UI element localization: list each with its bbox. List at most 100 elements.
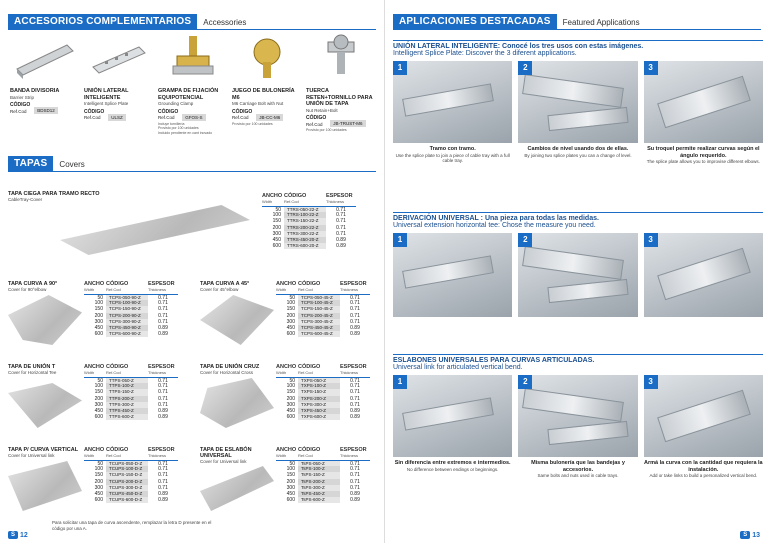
cell-thickness: 0.89 — [158, 414, 168, 421]
cell-code: TTRS-200-22-Z — [284, 224, 326, 231]
cover-title-block: TAPA P/ CURVA VERTICAL Cover for Univers… — [8, 447, 88, 458]
col-espesor-en: Thickness — [148, 453, 167, 458]
cell-width: 300 — [286, 484, 295, 491]
table-row: 450 TCPS-450-45-Z 0.89 — [276, 324, 370, 332]
table-row: 50 TCUPS-050-D-Z 0.71 — [84, 460, 178, 467]
cell-code: TCPS-600-45-Z — [298, 331, 340, 338]
cell-width: 150 — [272, 218, 281, 225]
panel-caption: Cambios de nivel usando dos de ellas. — [527, 146, 629, 152]
cell-thickness: 0.71 — [350, 484, 360, 491]
col-codigo-en: Ref.Cod — [284, 199, 299, 204]
table-row: 300 TCUPS-300-D-Z 0.71 — [84, 484, 178, 491]
panel-caption: Tramo con tramo. — [429, 146, 476, 152]
cover-title: TAPA DE ESLABÓN UNIVERSAL — [200, 447, 252, 459]
cover-en: Cover for Horizontal Tee — [8, 370, 57, 375]
cell-thickness: 0.89 — [350, 407, 360, 414]
table-row: 150 TTRS-150-22-Z 0.71 — [262, 218, 356, 225]
cell-width: 300 — [94, 484, 103, 491]
cell-width: 150 — [286, 472, 295, 479]
accessory-note: Incluye tornillería Provisto por 100 uni… — [158, 121, 213, 135]
panel-caption-en: The splice plate allows you to improvise… — [646, 159, 760, 164]
section-title-main: DERIVACIÓN UNIVERSAL : — [393, 215, 483, 222]
step-number: 2 — [518, 375, 533, 389]
cell-code: TCUPS-050-D-Z — [106, 460, 148, 467]
barrier-strip-icon — [10, 30, 80, 88]
cell-code: TXPS-050-Z — [298, 377, 340, 384]
cell-thickness: 0.89 — [158, 331, 168, 338]
col-codigo: CÓDIGO — [298, 281, 321, 287]
nut-bolt-icon — [306, 30, 376, 88]
col-ancho: ANCHO — [276, 281, 297, 287]
cell-width: 600 — [94, 497, 103, 504]
table-row: 100 TCPS-100-90-Z 0.71 — [84, 300, 178, 307]
cell-thickness: 0.71 — [350, 478, 360, 485]
col-codigo: CÓDIGO — [284, 193, 307, 199]
cell-code: TXPS-450-Z — [298, 407, 340, 415]
code-sub: Ref.Cod — [306, 121, 323, 127]
table-row: 50 TTPS-050-Z 0.71 — [84, 377, 178, 384]
cell-width: 300 — [94, 318, 103, 325]
cell-width: 300 — [286, 318, 295, 325]
accessory-en: Grounding Clamp — [158, 101, 194, 106]
panel-caption: Armá la curva con la cantidad que requie… — [644, 460, 763, 473]
right-page: APLICACIONES DESTACADAS Featured Applica… — [384, 0, 768, 543]
cell-thickness: 0.71 — [336, 218, 346, 225]
cell-width: 600 — [286, 497, 295, 504]
col-espesor-en: Thickness — [148, 370, 167, 375]
cell-thickness: 0.71 — [350, 395, 360, 402]
cell-width: 600 — [94, 331, 103, 338]
accessory-en: Intelligent Splice Plate — [84, 101, 129, 106]
table-row: 200 TsPS-200-Z 0.71 — [276, 478, 370, 485]
cell-width: 100 — [272, 212, 281, 219]
cover-title: TAPA P/ CURVA VERTICAL — [8, 447, 79, 453]
cell-width: 200 — [94, 312, 103, 319]
cell-width: 100 — [94, 383, 103, 390]
cell-thickness: 0.71 — [336, 224, 346, 231]
table-row: 150 TXPS-150-Z 0.71 — [276, 389, 370, 396]
table-row: 50 TsPS-050-Z 0.71 — [276, 460, 370, 467]
cell-thickness: 0.71 — [158, 300, 168, 307]
cell-code: TCPS-300-45-Z — [298, 318, 340, 325]
cell-width: 200 — [286, 478, 295, 485]
cell-thickness: 0.89 — [350, 331, 360, 338]
application-panel: 2 — [518, 233, 638, 320]
table-row: 600 TTPS-600-Z 0.89 — [84, 414, 178, 421]
table-row: 450 TCUPS-450-D-Z 0.89 — [84, 490, 178, 498]
application-section: UNIÓN LATERAL INTELIGENTE: Conocé los tr… — [393, 40, 763, 165]
cell-thickness: 0.71 — [148, 377, 178, 384]
panel-row: 1 Tramo con tramo. Use the splice plate … — [393, 61, 763, 165]
cell-width: 600 — [94, 414, 103, 421]
table-row: 200 TCUPS-200-D-Z 0.71 — [84, 478, 178, 485]
table-row: 450 TsPS-450-Z 0.89 — [276, 490, 370, 498]
table-row: 100 TsPS-100-Z 0.71 — [276, 466, 370, 473]
section-title-bar: UNIÓN LATERAL INTELIGENTE: Conocé los tr… — [393, 40, 763, 57]
accessories-header: ACCESORIOS COMPLEMENTARIOS Accessories — [8, 14, 246, 30]
table-row: 150 TCPS-150-45-Z 0.71 — [276, 306, 370, 313]
panel-caption-en: No difference between endings or beginni… — [406, 466, 499, 472]
code-label: CÓDIGO — [158, 108, 179, 115]
col-ancho: ANCHO — [262, 193, 283, 199]
cell-thickness: 0.71 — [350, 383, 360, 390]
cell-thickness: 0.71 — [158, 383, 168, 390]
cell-code: TCUPS-600-D-Z — [106, 497, 148, 504]
step-number: 1 — [393, 61, 407, 75]
table-row: 150 TCUPS-150-D-Z 0.71 — [84, 472, 178, 479]
col-ancho-en: Width — [276, 287, 287, 292]
page-number-text: 13 — [752, 531, 760, 539]
cover-en: Cover for Universal link — [200, 459, 247, 464]
step-number: 1 — [393, 233, 407, 247]
col-codigo-en: Ref.Cod — [106, 370, 121, 375]
cell-width: 150 — [94, 389, 103, 396]
cell-thickness: 0.71 — [350, 389, 360, 396]
code-value: BDSD12 — [34, 107, 58, 114]
accessories-title: ACCESORIOS COMPLEMENTARIOS — [8, 14, 198, 30]
table-row: 100 TTPS-100-Z 0.71 — [84, 383, 178, 390]
cell-thickness: 0.89 — [158, 490, 168, 497]
accessory-name: GRAMPA DE FIJACIÓN EQUIPOTENCIAL — [158, 88, 219, 101]
cover-title-block: TAPA DE UNIÓN CRUZ Cover for Horizontal … — [200, 364, 280, 375]
col-ancho-en: Width — [84, 287, 95, 292]
